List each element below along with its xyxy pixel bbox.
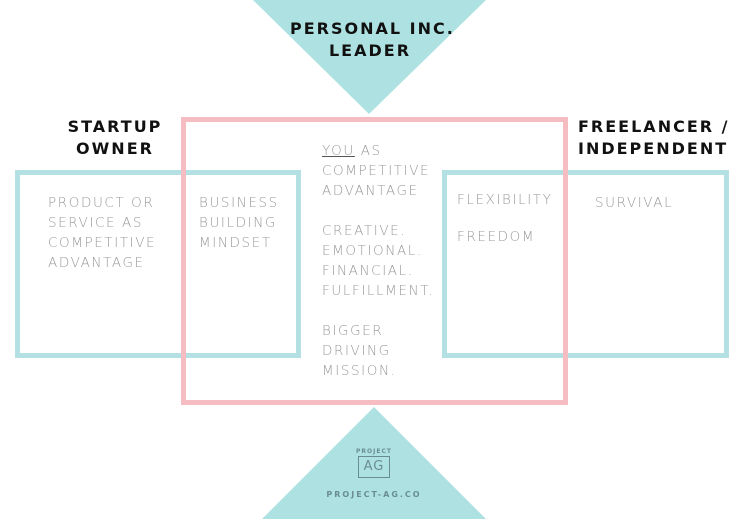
overlap-text-line: BUILDING: [199, 215, 277, 231]
startup-text-line: SERVICE AS: [48, 215, 144, 231]
you-as-line: YOU AS: [322, 141, 434, 161]
as-text: AS: [354, 143, 382, 159]
center-text-line: COMPETITIVE: [322, 163, 431, 179]
startup-box-text: PRODUCT OR SERVICE AS COMPETITIVE ADVANT…: [48, 193, 156, 273]
center-text-line: EMOTIONAL.: [322, 243, 423, 259]
freedom-text: FREEDOM: [457, 229, 536, 245]
overlap-text-line: MINDSET: [199, 235, 272, 251]
startup-owner-box: [15, 170, 301, 358]
center-text-line: BIGGER: [322, 323, 384, 339]
startup-title-line-1: STARTUP: [67, 117, 163, 136]
logo-project-label: PROJECT: [356, 448, 392, 455]
right-overlap-text: FLEXIBILITY FREEDOM: [457, 190, 552, 247]
left-overlap-text: BUSINESS BUILDING MINDSET: [199, 193, 279, 253]
title-line-2: LEADER: [328, 41, 412, 60]
center-text-line: CREATIVE.: [322, 223, 407, 239]
startup-text-line: PRODUCT OR: [48, 195, 155, 211]
center-text: YOU AS COMPETITIVE ADVANTAGE CREATIVE. E…: [322, 141, 434, 401]
bottom-triangle: [262, 407, 486, 519]
personal-inc-box: [181, 117, 568, 405]
center-paragraph-3: BIGGER DRIVING MISSION.: [322, 321, 434, 381]
top-triangle: [253, 0, 486, 114]
freelancer-box: [442, 170, 729, 358]
center-text-line: DRIVING: [322, 343, 391, 359]
center-paragraph-1: YOU AS COMPETITIVE ADVANTAGE: [322, 141, 434, 201]
freelancer-title-line-2: INDEPENDENT: [578, 139, 729, 158]
freelancer-box-text: SURVIVAL: [595, 193, 673, 213]
center-text-line: FULFILLMENT.: [322, 283, 435, 299]
center-text-line: FINANCIAL.: [322, 263, 414, 279]
startup-text-line: ADVANTAGE: [48, 255, 145, 271]
startup-text-line: COMPETITIVE: [48, 235, 157, 251]
center-text-line: MISSION.: [322, 363, 397, 379]
freelancer-independent-title: FREELANCER / INDEPENDENT: [578, 116, 730, 160]
overlap-text-line: BUSINESS: [199, 195, 279, 211]
project-ag-logo: PROJECT AG PROJECT-AG.CO: [318, 448, 430, 499]
logo-mark: AG: [358, 456, 390, 478]
startup-owner-title: STARTUP OWNER: [60, 116, 170, 160]
title-line-1: PERSONAL INC.: [290, 19, 455, 38]
personal-inc-leader-title: PERSONAL INC. LEADER: [290, 18, 455, 62]
you-underlined: YOU: [322, 143, 355, 159]
survival-text: SURVIVAL: [595, 195, 674, 211]
flexibility-text: FLEXIBILITY: [457, 192, 553, 208]
logo-url: PROJECT-AG.CO: [326, 490, 422, 499]
freelancer-title-line-1: FREELANCER /: [578, 117, 730, 136]
startup-title-line-2: OWNER: [76, 139, 154, 158]
center-paragraph-2: CREATIVE. EMOTIONAL. FINANCIAL. FULFILLM…: [322, 221, 434, 301]
center-text-line: ADVANTAGE: [322, 183, 419, 199]
